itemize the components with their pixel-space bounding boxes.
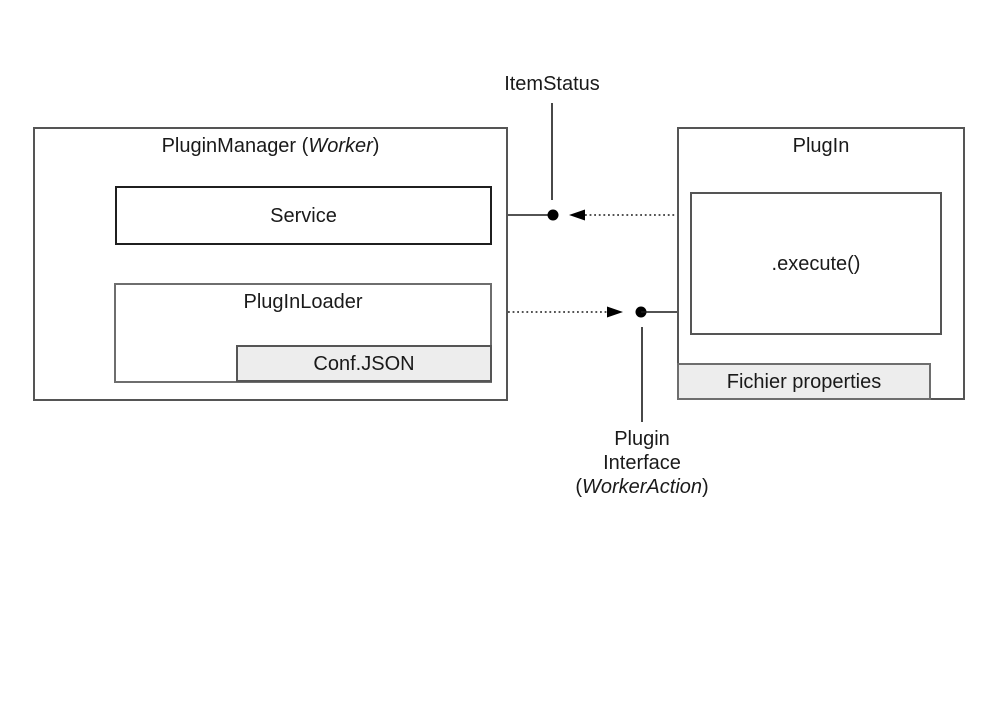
execute-box: .execute() xyxy=(690,192,942,335)
arrowhead-right-icon xyxy=(607,306,623,318)
arrowhead-left-icon xyxy=(569,209,585,221)
fichier-properties-label: Fichier properties xyxy=(726,370,882,393)
service-box: Service xyxy=(115,186,492,245)
service-label: Service xyxy=(270,204,337,227)
plugin-manager-title-italic: Worker xyxy=(308,135,373,157)
itemstatus-dot xyxy=(547,209,559,221)
plugin-title: PlugIn xyxy=(792,135,850,157)
plugin-manager-title-suffix: ) xyxy=(372,135,380,157)
conf-json-label: Conf.JSON xyxy=(313,352,415,375)
execute-label: .execute() xyxy=(771,252,861,275)
plugin-loader-label: PlugInLoader xyxy=(243,291,363,313)
plugin-interface-label-line3-prefix: ( xyxy=(575,476,582,498)
fichier-properties-box: Fichier properties xyxy=(677,363,931,400)
plugin-interface-label-line3-suffix: ) xyxy=(702,476,709,498)
plugin-interface-label-line1: Plugin xyxy=(614,428,670,450)
plugin-manager-title: PluginManager (Worker) xyxy=(162,135,380,157)
plugin-interface-label-line3-italic: WorkerAction xyxy=(581,476,703,498)
conf-json-box: Conf.JSON xyxy=(236,345,492,382)
plugin-interface-label: Plugin Interface (WorkerAction) xyxy=(542,427,742,499)
plugin-manager-title-prefix: PluginManager ( xyxy=(161,135,309,157)
item-status-label: ItemStatus xyxy=(504,73,600,95)
interface-dot xyxy=(635,306,647,318)
plugin-interface-label-line2: Interface xyxy=(603,452,681,474)
plugin-interface-label-line3: (WorkerAction) xyxy=(542,475,742,499)
